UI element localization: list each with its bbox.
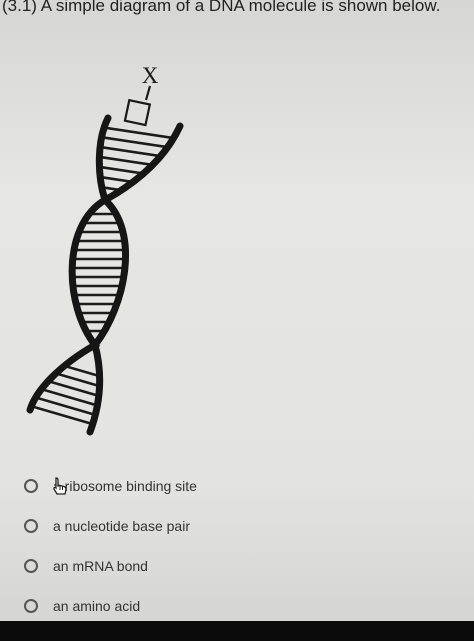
radio-icon[interactable] (24, 519, 38, 533)
option-ribosome-binding-site[interactable]: a ribosome binding site (24, 466, 197, 506)
question-text: (3.1) A simple diagram of a DNA molecule… (2, 0, 441, 15)
dna-diagram: X (26, 63, 184, 436)
helix-backbone (26, 114, 184, 436)
radio-icon[interactable] (24, 599, 38, 613)
phosphate-group (123, 85, 152, 127)
option-label: a nucleotide base pair (53, 518, 190, 534)
option-label: a ribosome binding site (53, 478, 197, 494)
diagram-label-x: X (142, 63, 159, 88)
option-nucleotide-base-pair[interactable]: a nucleotide base pair (24, 506, 197, 546)
bottom-bar (0, 621, 474, 641)
option-label: an mRNA bond (53, 558, 148, 574)
option-label: an amino acid (53, 598, 141, 614)
hand-pointer-icon (53, 477, 67, 495)
answer-options: a ribosome binding site a nucleotide bas… (24, 466, 197, 626)
radio-icon[interactable] (24, 479, 38, 493)
radio-icon[interactable] (24, 559, 38, 573)
option-amino-acid[interactable]: an amino acid (24, 586, 197, 626)
option-mrna-bond[interactable]: an mRNA bond (24, 546, 197, 586)
